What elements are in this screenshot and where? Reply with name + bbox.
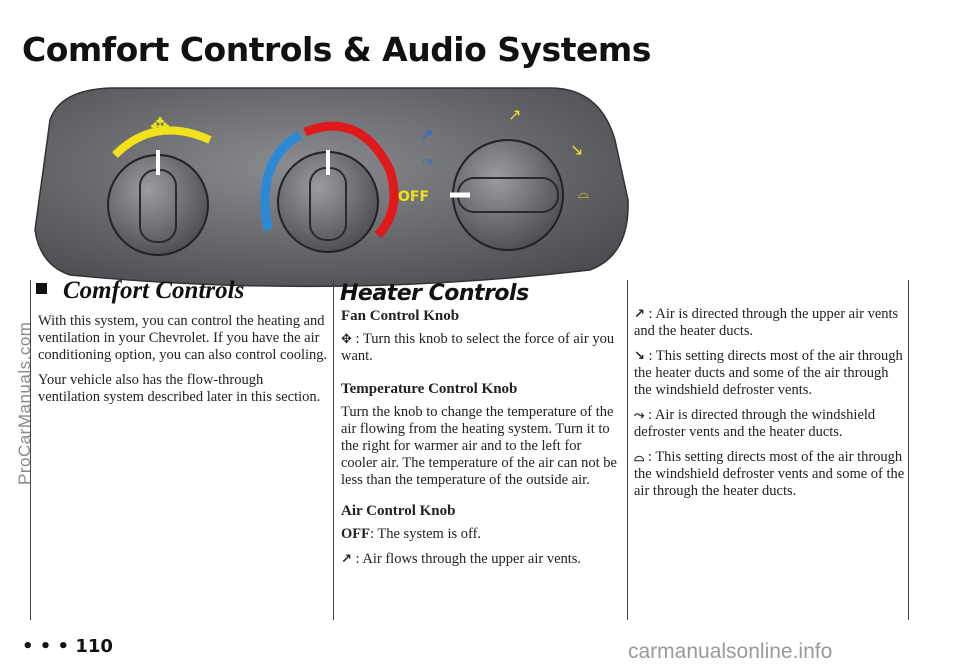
off-text: OFF: The system is off. xyxy=(341,526,482,542)
temp-warm-arc xyxy=(303,121,399,239)
heater-mode-icon: ↘ xyxy=(634,349,645,364)
fan-icon: ✥ xyxy=(150,113,170,141)
defrost-icon: ⌓ xyxy=(634,450,645,465)
bullet-square xyxy=(36,283,47,294)
fan-scale-arc xyxy=(112,126,212,158)
footer-watermark: carmanualsonline.info xyxy=(628,640,833,663)
page-number: • • • 110 xyxy=(22,636,113,657)
vent-text: ↗ : Air flows through the upper air vent… xyxy=(341,551,582,567)
left-rule xyxy=(30,280,31,620)
modes-column: ↗ : Air is directed through the upper ai… xyxy=(634,306,906,508)
bilevel-icon: ↗ xyxy=(634,307,645,322)
comfort-p1: With this system, you can control the he… xyxy=(38,313,328,363)
heater-text: ↘ : This setting directs most of the air… xyxy=(634,348,903,398)
temp-text: Turn the knob to change the temperature … xyxy=(341,404,617,488)
page-title: Comfort Controls & Audio Systems xyxy=(22,30,651,69)
blend-mode-icon: ⤳ xyxy=(422,153,433,169)
air-off-label: OFF xyxy=(398,189,429,205)
climate-panel-illustration: ✥ OFF ↗ ↗ ↘ ⤳ ⌓ xyxy=(34,87,629,288)
blend-icon: ⤳ xyxy=(634,408,645,423)
air-heading: Air Control Knob xyxy=(341,503,456,519)
vent-icon: ↗ xyxy=(341,552,352,567)
comfort-p2: Your vehicle also has the flow-through v… xyxy=(38,372,321,405)
bilevel-mode-icon: ↗ xyxy=(508,105,521,124)
temp-heading: Temperature Control Knob xyxy=(341,381,518,397)
temp-cool-arc xyxy=(260,131,303,231)
middle-rule xyxy=(333,280,334,620)
heater-heading: Heater Controls xyxy=(340,281,529,306)
right-rule-a xyxy=(627,280,628,620)
bilevel-text: ↗ : Air is directed through the upper ai… xyxy=(634,306,899,339)
fan-heading: Fan Control Knob xyxy=(341,308,460,324)
heater-column: Fan Control Knob ✥ : Turn this knob to s… xyxy=(341,308,621,576)
comfort-column: With this system, you can control the he… xyxy=(38,313,328,414)
fan-text: ✥ : Turn this knob to select the force o… xyxy=(341,331,615,364)
defrost-mode-icon: ⌓ xyxy=(578,186,589,202)
side-watermark: ProCarManuals.com xyxy=(0,0,34,665)
heater-mode-icon: ↘ xyxy=(570,140,583,159)
defrost-text: ⌓ : This setting directs most of the air… xyxy=(634,449,905,499)
comfort-heading: Comfort Controls xyxy=(36,277,244,305)
fan-icon: ✥ xyxy=(341,332,352,347)
vent-mode-icon: ↗ xyxy=(420,125,433,144)
right-rule-b xyxy=(908,280,909,620)
blend-text: ⤳ : Air is directed through the windshie… xyxy=(634,407,876,440)
